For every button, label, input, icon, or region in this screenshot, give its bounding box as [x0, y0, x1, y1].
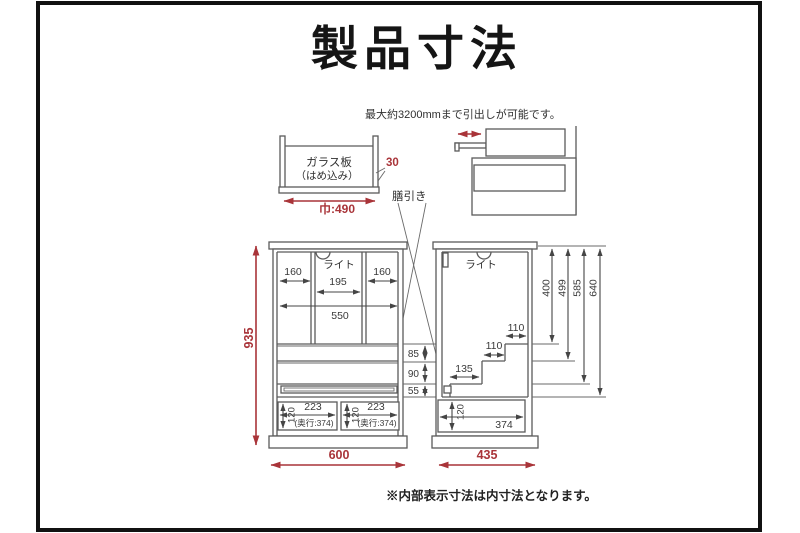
front-drawer-left-depth: (奥行:374) [294, 418, 333, 428]
dim-step1-depth: 110 [508, 322, 525, 334]
tray-label: 膳引き [392, 189, 427, 203]
lower-drawer [473, 164, 566, 192]
page-title: 製品寸法 [311, 22, 523, 77]
front-drawer-left-width: 223 [304, 401, 322, 413]
glass-panel-diagram: ガラス板 （はめ込み） 30 巾:490 [278, 135, 399, 216]
dim-gap-middle: 90 [408, 369, 420, 380]
dim-overall-depth: 435 [477, 448, 498, 462]
light-icon [315, 251, 331, 260]
dim-shelf-right: 160 [373, 266, 391, 278]
dim-shelf-left: 160 [284, 266, 302, 278]
dim-overall-width: 600 [329, 448, 350, 462]
dim-gap-bottom: 55 [408, 386, 420, 397]
door-edge [442, 252, 449, 268]
dim-top-to-step3: 585 [572, 279, 584, 297]
sliding-tray-front [280, 385, 398, 394]
side-light-label: ライト [465, 259, 497, 271]
upper-drawer [485, 128, 566, 157]
front-view-dimensions: 160 195 160 550 85 90 55 120 223 (奥行:374… [242, 245, 436, 469]
light-icon [476, 251, 492, 260]
dim-shelf-center: 195 [329, 276, 347, 288]
front-drawer-right-width: 223 [367, 401, 385, 413]
pullout-diagram: 最大約3200mmまで引出しが可能です。 [365, 107, 577, 216]
dim-overall-height: 935 [242, 328, 256, 349]
front-drawer-right-depth: (奥行:374) [357, 418, 396, 428]
glass-label-line2: （はめ込み） [296, 170, 359, 182]
front-light-label: ライト [323, 259, 355, 271]
side-view-dimensions: 110 110 135 400 499 585 640 120 374 435 [438, 245, 606, 469]
dim-step2-depth: 110 [486, 340, 503, 352]
inner-dimension-note: ※内部表示寸法は内寸法となります。 [386, 488, 597, 503]
dim-inner-width: 550 [331, 310, 349, 322]
glass-thickness-dim: 30 [386, 157, 399, 169]
glass-width-dim: 巾:490 [319, 201, 355, 216]
sliding-tray-side [443, 385, 452, 394]
side-drawer-width: 374 [495, 419, 513, 431]
dim-top-to-step1: 400 [541, 279, 553, 297]
dim-top-to-floor: 640 [588, 279, 600, 297]
pullout-note: 最大約3200mmまで引出しが可能です。 [365, 107, 561, 121]
dim-top-to-step2: 499 [557, 279, 569, 297]
page-border [36, 1, 762, 532]
glass-label-line1: ガラス板 [306, 155, 352, 169]
front-view: ライト [268, 241, 408, 449]
side-drawer-height: 120 [456, 404, 467, 420]
dim-step3-depth: 135 [455, 363, 473, 375]
dim-gap-top: 85 [408, 349, 420, 360]
